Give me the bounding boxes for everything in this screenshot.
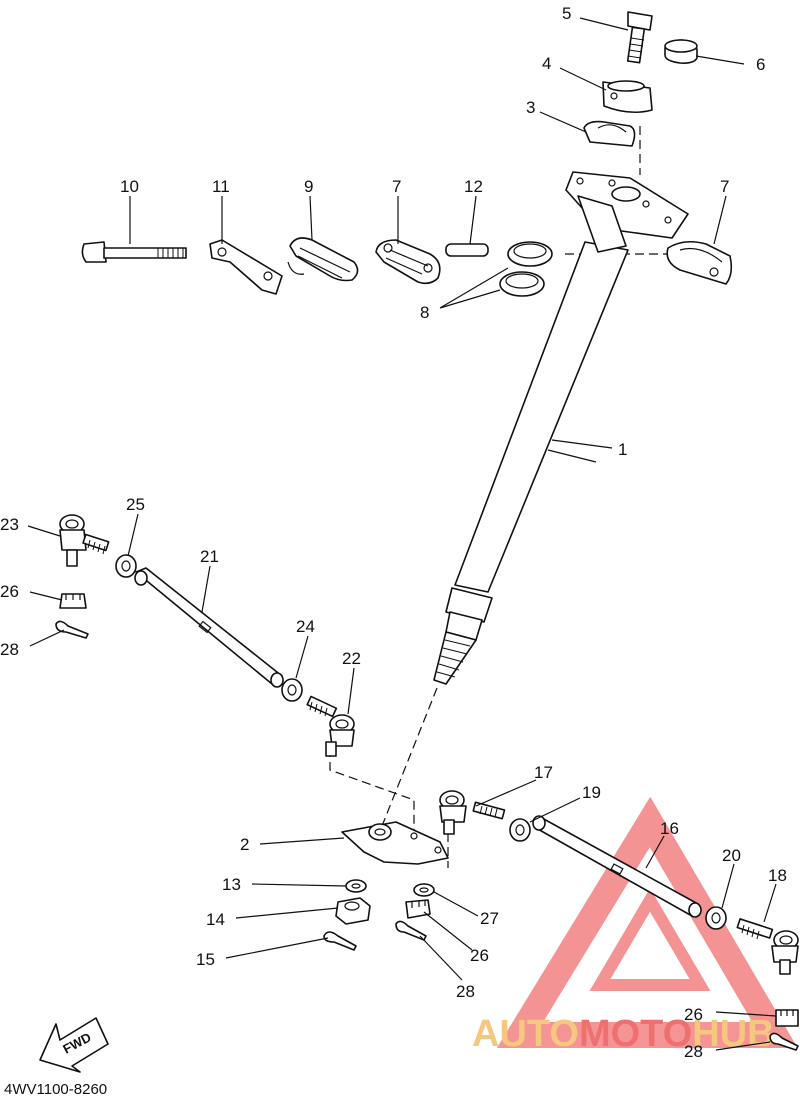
callout-13: 13 — [222, 875, 241, 894]
upper-clamp-part-4 — [602, 80, 653, 114]
nut-part-14 — [335, 897, 371, 925]
nut-part-20 — [705, 906, 727, 930]
nut-part-24 — [281, 678, 303, 702]
callout-28-left: 28 — [0, 640, 19, 659]
spring-clip-part-9 — [287, 237, 359, 282]
callout-7-right: 7 — [720, 177, 729, 196]
tie-rod-end-part-22 — [306, 695, 355, 757]
watermark-text: AUTOMOTOHUB — [472, 1013, 775, 1055]
callout-9: 9 — [304, 177, 313, 196]
cotter-pin-part-15 — [323, 931, 357, 951]
pin-part-12 — [445, 243, 489, 257]
cotter-pin-part-28-left — [55, 620, 89, 639]
callout-labels: 5 6 4 3 10 11 9 7 12 7 8 1 23 25 21 26 2… — [0, 4, 787, 1061]
washer-part-13 — [345, 879, 367, 893]
callout-25: 25 — [126, 495, 145, 514]
bushing-part-8-lower — [499, 271, 545, 297]
callout-26-left: 26 — [0, 582, 19, 601]
callout-28-right: 28 — [684, 1042, 703, 1061]
callout-24: 24 — [296, 617, 315, 636]
callout-16: 16 — [660, 819, 679, 838]
callout-3: 3 — [526, 98, 535, 117]
callout-26-right: 26 — [684, 1005, 703, 1024]
castle-nut-part-26-right — [775, 1009, 799, 1027]
drawing-code: 4WV1100-8260 — [4, 1081, 107, 1097]
callout-12: 12 — [464, 177, 483, 196]
tie-rod-end-part-23 — [59, 514, 110, 567]
callout-23: 23 — [0, 515, 19, 534]
callout-1: 1 — [618, 440, 627, 459]
callout-14: 14 — [206, 910, 225, 929]
castle-nut-part-26-left — [59, 593, 87, 609]
callout-7-left: 7 — [392, 177, 401, 196]
callout-2: 2 — [240, 835, 249, 854]
tie-rod-part-21 — [134, 567, 284, 688]
callout-20: 20 — [722, 846, 741, 865]
callout-15: 15 — [196, 950, 215, 969]
tie-rod-end-part-18 — [736, 918, 799, 975]
cotter-pin-part-28-right — [769, 1032, 799, 1051]
callout-18: 18 — [768, 866, 787, 885]
cap-part-6 — [664, 39, 698, 64]
callout-19: 19 — [582, 783, 601, 802]
tie-rod-part-16 — [532, 815, 702, 918]
lock-plate-part-11 — [209, 239, 283, 295]
pitman-arm-part-2 — [341, 821, 449, 865]
callout-22: 22 — [342, 649, 361, 668]
callout-6: 6 — [756, 55, 765, 74]
steering-column-part — [433, 171, 689, 685]
callout-27: 27 — [480, 909, 499, 928]
callout-8: 8 — [420, 303, 429, 322]
nut-part-19 — [509, 818, 531, 842]
callout-4: 4 — [542, 54, 551, 73]
cotter-pin-part-28-middle — [395, 920, 427, 941]
washer-part-27 — [413, 883, 435, 897]
callout-5: 5 — [562, 4, 571, 23]
collar-half-part-7-left — [375, 239, 441, 285]
nut-part-25 — [115, 554, 137, 578]
callout-28-middle: 28 — [456, 982, 475, 1001]
leader-lines — [27, 17, 777, 1051]
long-bolt-part-10 — [81, 241, 187, 263]
bushing-part-8-upper — [507, 241, 553, 267]
lower-clamp-part-3 — [583, 120, 636, 147]
forward-arrow-icon: FWD — [39, 1017, 109, 1073]
callout-21: 21 — [200, 547, 219, 566]
callout-11: 11 — [212, 177, 230, 196]
callout-10: 10 — [120, 177, 139, 196]
collar-half-part-7-right — [666, 240, 733, 285]
bolt-part-5 — [626, 11, 653, 64]
tie-rod-end-part-17 — [439, 790, 506, 835]
callout-17: 17 — [534, 763, 553, 782]
callout-26-middle: 26 — [470, 946, 489, 965]
castle-nut-part-26-middle — [405, 899, 431, 919]
